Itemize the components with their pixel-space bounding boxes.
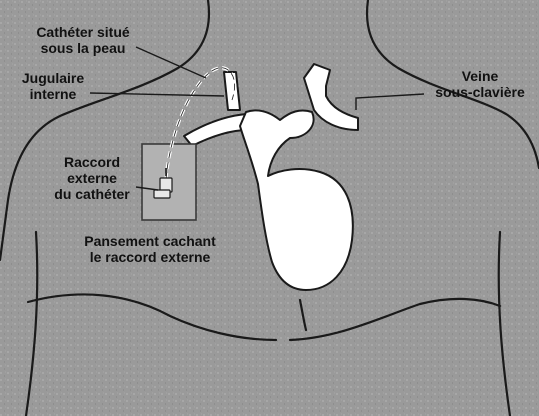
label-dressing: Pansement cachant le raccord externe — [70, 233, 230, 265]
label-internal-jugular: Jugulaire interne — [10, 70, 96, 102]
label-subclavian-vein: Veine sous-clavière — [424, 68, 536, 100]
label-external-connector: Raccord externe du cathéter — [46, 154, 138, 202]
label-catheter-under-skin: Cathéter situé sous la peau — [14, 24, 152, 56]
